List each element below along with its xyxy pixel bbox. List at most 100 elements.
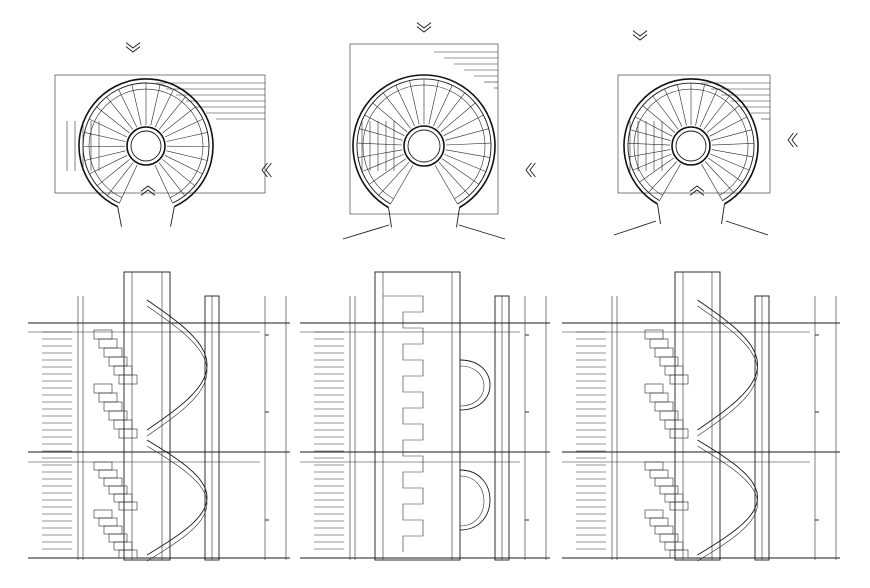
stair-tread [166,132,208,142]
helix-handrail [459,475,485,527]
stair-step [113,365,133,376]
plan-left [54,42,272,227]
stair-tread [695,84,705,126]
stair-tread [664,88,683,128]
outer-handrail [623,78,759,205]
stair-tread [438,161,470,196]
stair-tread [652,95,679,130]
stair-tread [357,149,403,158]
stair-tread [162,159,195,187]
plan-frame [54,74,266,194]
rise-arrow-icon [787,132,798,148]
central-column [671,126,711,166]
stair-tread [162,106,196,134]
stair-step [644,461,664,471]
stair-tread [709,116,748,137]
elevation-views [28,271,840,562]
plan-views [54,22,798,240]
stair-tread [437,92,466,129]
stair-tread [443,114,484,137]
helix-handrail [146,299,208,431]
stair-tread [628,149,671,158]
helix-handrail [146,445,208,562]
stair-tread [359,128,403,141]
elevation-left [28,271,290,562]
stair-step [669,501,689,511]
stair-tread [164,155,203,175]
stair-step [654,401,674,412]
central-column [123,271,171,561]
stair-step [669,374,689,385]
stair-step [113,419,133,430]
stair-tread [648,161,678,193]
stair-step [649,392,669,403]
stair-step [98,392,118,403]
landing-edge [388,207,392,228]
inner-handrail [82,82,210,204]
stair-tread [106,96,134,130]
stair-tread [131,84,142,126]
stair-step [654,525,674,535]
central-column [374,271,461,561]
stair-step [118,428,138,439]
stair-step [93,461,113,471]
stair-tread [96,106,130,134]
stair-tread [382,92,411,129]
helix-handrail [697,299,758,431]
stair-tread [395,85,415,127]
stair-step [103,525,123,535]
stair-step [644,509,664,519]
stair-tread [357,142,403,146]
stair-tread [699,88,718,128]
stair-tread [634,116,673,137]
stair-tread [639,157,674,183]
helix-handrail [459,359,491,411]
stair-step [98,338,118,349]
stair-tread [361,154,404,172]
landing-edge [117,206,122,227]
stair-step [654,347,674,358]
outer-handrail [352,74,496,209]
stair-tread [711,129,752,141]
stair-tread [154,89,174,128]
plan-frame [617,74,771,194]
rise-arrow-icon [689,185,705,196]
ground-line [458,224,506,240]
helix-handrail [146,439,208,556]
stair-tread [164,118,204,138]
stair-step [664,541,684,551]
stair-step [664,419,684,430]
stair-tread [88,118,128,138]
stair-step [113,493,133,503]
stair-tread [158,162,185,196]
stair-tread [711,149,754,158]
stair-tread [441,158,480,185]
helix-handrail [146,305,208,437]
stair-tread [445,142,491,146]
central-column [126,126,166,166]
stair-tread [677,84,687,126]
rise-arrow-icon [261,162,272,178]
stair-tread [440,102,476,133]
stair-tread [89,155,128,175]
stair-tread [158,96,186,130]
helix-handrail [459,469,491,531]
stair-tread [659,164,681,201]
stair-tread [708,157,743,183]
stair-step [669,549,689,559]
stair-tread [642,105,676,133]
stair-step [113,541,133,551]
stair-tread [433,85,453,127]
column-core [130,130,162,162]
stair-tread [409,80,420,125]
stair-step [93,383,113,394]
stair-step [118,501,138,511]
stair-step [93,329,113,340]
outer-handrail [78,78,214,208]
stair-tread [119,164,138,204]
stair-tread [378,161,410,196]
stair-step [103,401,123,412]
column-core [675,130,707,162]
helix-handrail [459,365,485,407]
stair-step [644,329,664,340]
